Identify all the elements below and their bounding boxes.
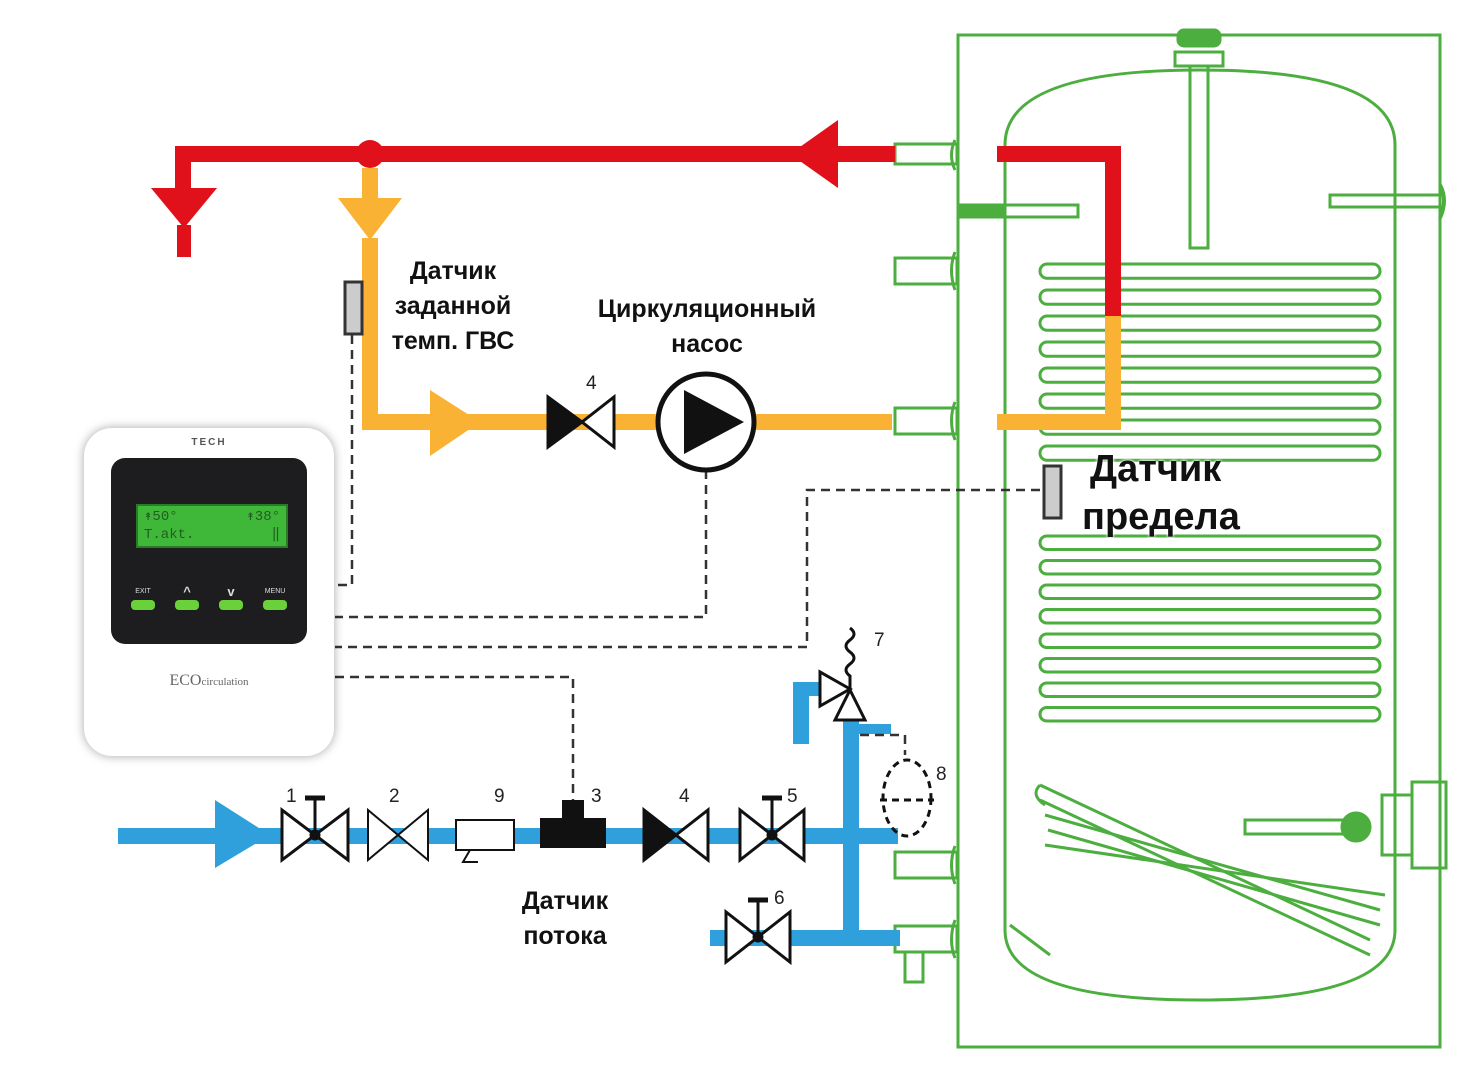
limit-sensor-label: Датчик предела [1082,448,1240,538]
check-valve-4-icon [546,393,616,451]
coil-turn [1038,534,1382,551]
coil-turn [1038,288,1382,306]
eco-circulation-controller: TECH ↟50° ↟38° T.akt. ‖ EXIT ^ v MENU EC… [84,428,334,756]
lcd-line2-left: T.akt. [144,527,195,543]
hot-water-tank [893,28,1448,1049]
coil-turn [1038,608,1382,625]
circulation-return-line [338,168,1121,456]
ball-valve-5-icon [738,795,806,864]
up-button-label: ^ [183,584,191,599]
coil-turn [1038,392,1382,410]
down-button-label: v [227,584,235,599]
coil-turn [1038,444,1382,462]
eco-circulation-logo: ECOcirculation [169,672,249,689]
valve-number-9: 9 [494,786,505,807]
menu-button[interactable] [263,600,287,610]
check-valve-2-icon [367,807,429,863]
valve-number-3: 3 [591,786,602,807]
controller-panel: ↟50° ↟38° T.akt. ‖ EXIT ^ v MENU [111,458,307,644]
circulation-pump-label: Циркуляционный насос [597,295,817,358]
coil-turn [1038,706,1382,723]
coil-turn [1038,559,1382,576]
lcd-line2-right: ‖ [271,527,280,543]
lcd-line1-left: ↟50° [144,509,178,525]
drain-valve-6-icon [724,897,792,966]
coil-turn [1038,262,1382,280]
controller-brand: TECH [191,437,227,448]
set-temp-sensor-icon [343,280,364,336]
coil-turn [1038,583,1382,600]
valve-number-6: 6 [774,888,785,909]
coil-turn [1038,657,1382,674]
menu-button-label: MENU [264,588,286,595]
limit-sensor-icon [1042,464,1063,520]
valve-number-7: 7 [874,630,885,651]
valve-number-4b: 4 [679,786,690,807]
valve-number-1: 1 [286,786,297,807]
coil-turn [1038,340,1382,358]
exit-button-label: EXIT [135,588,151,595]
valve-number-8: 8 [936,764,947,785]
coil-turn [1038,632,1382,649]
lcd-display: ↟50° ↟38° T.akt. ‖ [136,504,288,548]
lower-heating-coil [1038,534,1382,723]
safety-valve-7-icon [818,626,868,722]
down-button[interactable] [219,600,243,610]
valve-number-5: 5 [787,786,798,807]
filter-9-icon [455,819,515,863]
coil-turn [1038,681,1382,698]
flow-sensor-label: Датчик потока [521,887,609,950]
flow-sensor-3-icon [540,800,606,848]
circulation-pump-icon [655,371,757,473]
control-wires [335,335,1040,800]
upper-heating-coil [1038,262,1382,462]
coil-turn [1038,314,1382,332]
check-valve-4b-icon [642,806,710,864]
valve-number-2: 2 [389,786,400,807]
bottom-spiral-coil [1009,783,1386,957]
ball-valve-1-icon [280,795,350,864]
hot-water-line [151,120,1121,316]
valve-number-4a: 4 [586,373,597,394]
up-button[interactable] [175,600,199,610]
coil-turn [1038,366,1382,384]
expansion-vessel-8-icon [880,758,934,838]
lcd-line1-right: ↟38° [246,509,280,525]
exit-button[interactable] [131,600,155,610]
set-temp-sensor-label: Датчик заданной темп. ГВС [391,257,515,355]
